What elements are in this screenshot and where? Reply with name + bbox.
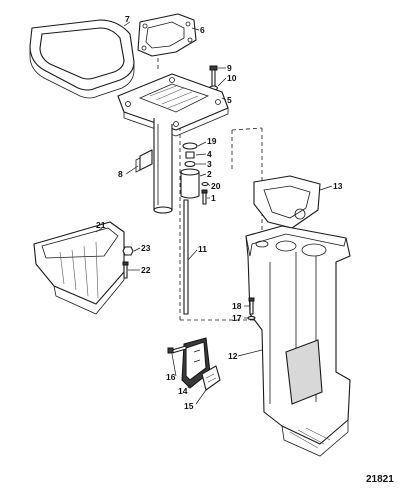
grommet-part-19 [182,142,198,150]
callout-6: 6 [200,25,205,35]
callout-labels: 7 6 9 10 5 19 4 3 2 20 1 8 11 13 21 23 2… [96,14,343,411]
gasket-part-13 [253,175,321,229]
gasket-part-6 [137,13,197,57]
callout-7: 7 [125,14,130,24]
driveshaft-bearing-part-2 [180,168,200,199]
screw-part-9 [209,65,218,87]
callout-9: 9 [227,63,232,73]
callout-5: 5 [227,95,232,105]
callout-16: 16 [166,372,176,382]
shift-shaft-part-11 [183,199,189,315]
callout-3: 3 [207,159,212,169]
callout-17: 17 [232,313,242,323]
callout-23: 23 [141,243,151,253]
callout-2: 2 [207,169,212,179]
seal-ring-part-7 [29,19,135,99]
callout-14: 14 [178,386,188,396]
nut-part-23 [122,246,134,256]
washer-part-20 [201,181,209,187]
callout-10: 10 [227,73,237,83]
screw-part-22 [122,261,129,279]
callout-4: 4 [207,149,212,159]
screw-part-16 [167,345,187,354]
callout-8: 8 [118,169,123,179]
callout-1: 1 [211,193,216,203]
callout-15: 15 [184,401,194,411]
screw-part-18 [248,297,255,315]
callout-11: 11 [198,244,207,254]
callout-22: 22 [141,265,151,275]
leader-lines [95,21,333,405]
exhaust-tube [153,118,173,214]
adapter-plate-part-5 [117,73,229,137]
callout-19: 19 [207,136,217,146]
callout-18: 18 [232,301,242,311]
screw-part-1 [201,189,208,205]
shroud-part-21 [33,221,125,315]
callout-13: 13 [333,181,343,191]
plate-part-15 [201,365,221,391]
callout-12: 12 [228,351,238,361]
drawing-number: 21821 [366,474,394,485]
driveshaft-housing-part-12 [245,225,351,457]
washer-part-17 [247,315,256,321]
bracket-part-8 [135,149,153,173]
callout-21: 21 [96,220,106,230]
bushing-part-4 [185,151,195,159]
callout-20: 20 [211,181,221,191]
seal-part-3 [184,160,196,168]
